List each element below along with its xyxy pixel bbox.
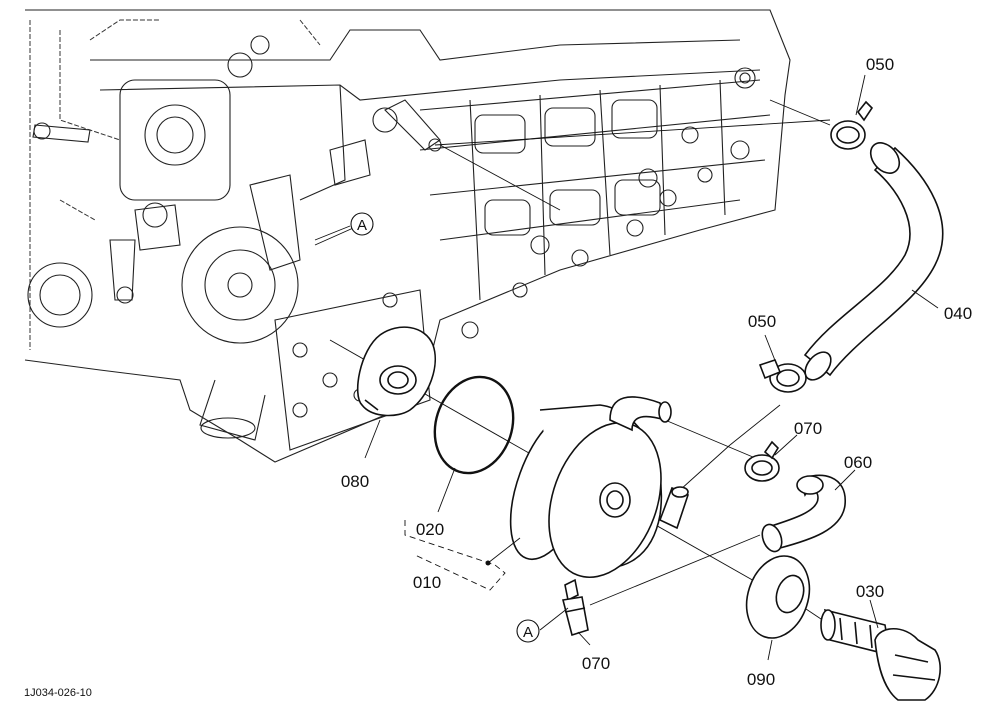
part-070a-clamp bbox=[744, 440, 780, 482]
part-label-020: 020 bbox=[416, 520, 444, 539]
part-label-070-right: 070 bbox=[794, 419, 822, 438]
part-label-040: 040 bbox=[944, 304, 972, 323]
part-070b-clip bbox=[562, 578, 589, 637]
part-010-oil-cooler bbox=[404, 396, 689, 591]
part-040-hose bbox=[803, 142, 944, 381]
part-label-030: 030 bbox=[856, 582, 884, 601]
ref-marker-a-2: A bbox=[516, 619, 540, 643]
part-090-washer bbox=[745, 555, 811, 639]
part-label-010: 010 bbox=[413, 573, 441, 592]
part-label-050-top: 050 bbox=[866, 55, 894, 74]
part-030-bolt bbox=[820, 608, 941, 701]
ref-marker-a-1: A bbox=[350, 212, 374, 236]
drawing-code: 1J034-026-10 bbox=[24, 687, 92, 699]
engine-block bbox=[24, 9, 791, 463]
part-label-060: 060 bbox=[844, 453, 872, 472]
ref-marker-a-1-text: A bbox=[357, 217, 367, 234]
part-label-050-mid: 050 bbox=[748, 312, 776, 331]
leader-lines bbox=[314, 74, 939, 661]
ref-marker-a-2-text: A bbox=[523, 624, 533, 641]
part-label-080: 080 bbox=[341, 472, 369, 491]
part-080-plate bbox=[356, 326, 437, 417]
part-label-070-bottom: 070 bbox=[582, 654, 610, 673]
part-060-elbow-hose bbox=[761, 474, 846, 553]
part-label-090: 090 bbox=[747, 670, 775, 689]
part-050a-clamp bbox=[830, 100, 874, 150]
part-050b-clamp bbox=[758, 359, 807, 393]
part-020-o-ring bbox=[433, 375, 515, 475]
